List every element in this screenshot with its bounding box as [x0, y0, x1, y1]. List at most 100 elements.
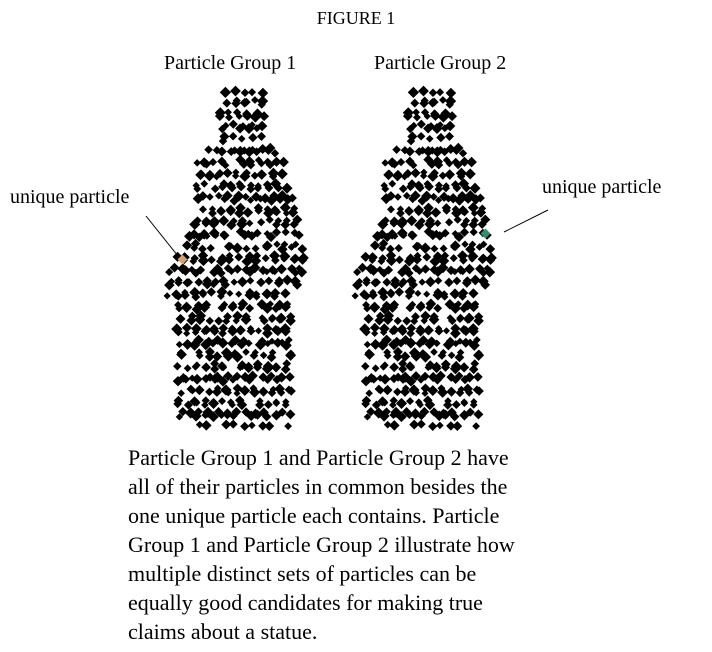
- particle: [264, 339, 272, 348]
- particle: [194, 232, 204, 242]
- particle: [259, 316, 269, 326]
- particle: [280, 255, 288, 263]
- particle: [465, 388, 474, 397]
- particle: [475, 243, 484, 251]
- particle: [271, 409, 282, 421]
- particle: [278, 156, 289, 168]
- particle: [443, 400, 453, 410]
- particle: [259, 351, 268, 360]
- particle: [396, 157, 406, 167]
- particle: [469, 274, 481, 286]
- particle: [285, 409, 296, 420]
- particle: [229, 376, 237, 384]
- particle: [240, 421, 250, 431]
- particle: [394, 193, 402, 201]
- particle: [215, 256, 227, 267]
- particle: [174, 327, 183, 337]
- particle: [228, 119, 238, 129]
- particle: [466, 156, 477, 168]
- particle: [200, 339, 212, 351]
- particle: [223, 371, 233, 382]
- particle: [468, 255, 476, 263]
- particle: [261, 302, 273, 314]
- particle: [450, 243, 458, 251]
- particle: [410, 167, 421, 179]
- particle: [394, 243, 403, 253]
- particle: [427, 170, 439, 182]
- particle: [244, 375, 255, 385]
- particle: [223, 241, 234, 252]
- particle: [228, 419, 238, 429]
- particle: [219, 86, 232, 99]
- particle: [287, 243, 296, 251]
- particle: [226, 220, 237, 231]
- particle: [433, 410, 445, 422]
- particle: [370, 278, 380, 288]
- particle: [428, 421, 438, 431]
- particle: [444, 277, 454, 288]
- particle: [444, 131, 454, 141]
- particle: [248, 132, 258, 143]
- particle: [226, 289, 234, 297]
- particle: [440, 409, 451, 420]
- particle: [239, 97, 250, 108]
- particle: [472, 422, 480, 431]
- particle: [214, 316, 224, 326]
- particle: [211, 387, 222, 397]
- particle: [415, 183, 425, 193]
- particle: [468, 364, 479, 375]
- particle: [242, 348, 250, 356]
- particle: [189, 218, 201, 230]
- particle: [383, 420, 392, 429]
- particle: [180, 290, 190, 300]
- particle: [222, 98, 232, 108]
- particle: [461, 277, 472, 288]
- particle: [280, 339, 292, 351]
- particle: [233, 389, 241, 397]
- particle: [242, 244, 251, 253]
- caption-line: one unique particle each contains. Parti…: [128, 503, 500, 528]
- particle: [246, 184, 256, 194]
- particle: [452, 421, 463, 432]
- particle: [276, 263, 287, 275]
- particle: [397, 279, 406, 289]
- particle: [438, 255, 450, 267]
- particle: [220, 280, 230, 290]
- particle: [382, 232, 392, 242]
- particle: [442, 206, 451, 215]
- particle: [285, 349, 297, 361]
- particle: [199, 205, 207, 214]
- particle: [424, 339, 435, 350]
- particle: [204, 352, 215, 362]
- particle: [453, 160, 463, 170]
- particle: [208, 208, 217, 218]
- particle: [383, 387, 391, 395]
- particle: [445, 100, 454, 109]
- particle: [404, 268, 414, 278]
- particle: [286, 386, 296, 396]
- particle: [201, 159, 212, 169]
- particle: [418, 278, 426, 286]
- particle: [200, 420, 212, 431]
- particle: [234, 208, 245, 219]
- particle: [245, 410, 257, 422]
- particle: [180, 265, 191, 276]
- particle: [423, 123, 434, 134]
- particle: [437, 351, 447, 360]
- particle: [256, 277, 266, 288]
- particle: [467, 202, 479, 214]
- particle: [405, 292, 413, 300]
- particle: [371, 364, 380, 373]
- particle: [422, 208, 433, 219]
- particle: [201, 374, 211, 384]
- particle: [246, 231, 257, 241]
- particle: [468, 339, 480, 351]
- particle: [276, 168, 288, 180]
- particle: [424, 399, 436, 411]
- particle: [459, 409, 470, 421]
- particle: [468, 301, 479, 313]
- particle: [419, 172, 428, 180]
- particle: [477, 219, 487, 229]
- particle: [406, 124, 415, 134]
- particle: [389, 362, 400, 373]
